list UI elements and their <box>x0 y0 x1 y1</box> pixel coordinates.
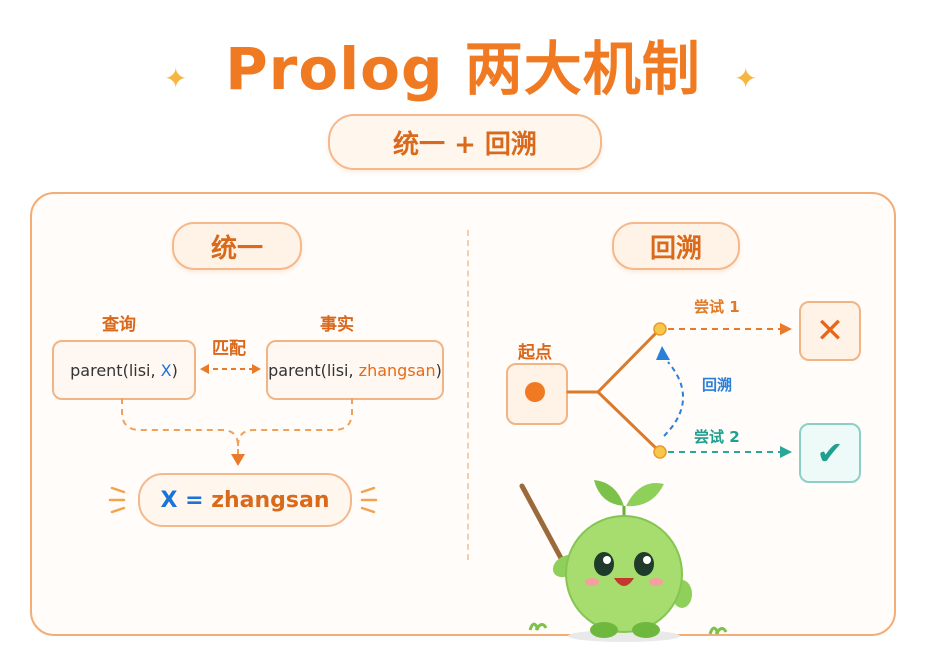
backtrack-label: 回溯 <box>702 376 733 394</box>
success-result: ✔ <box>799 423 861 483</box>
fail-result: ✕ <box>799 301 861 361</box>
query-box: parent(lisi, X) <box>52 340 196 400</box>
fact-prefix: parent(lisi, <box>268 360 359 380</box>
sparkle-icon: ✦ <box>734 62 758 95</box>
mascot-icon <box>519 480 728 642</box>
merge-arrowhead <box>231 454 245 466</box>
match-arrow-left <box>200 364 209 374</box>
main-panel <box>30 192 896 636</box>
page-title: Prolog 两大机制 <box>225 35 701 103</box>
query-variable: X <box>160 360 172 380</box>
try2-arrowhead <box>780 446 792 458</box>
try1-arrowhead <box>780 323 792 335</box>
try1-label: 尝试 1 <box>694 298 740 316</box>
fact-value: zhangsan <box>358 360 436 380</box>
unify-heading: 统一 <box>172 222 302 270</box>
start-label: 起点 <box>518 343 552 363</box>
query-prefix: parent(lisi, <box>70 360 161 380</box>
match-arrow-right <box>252 364 261 374</box>
match-label: 匹配 <box>212 339 246 359</box>
fact-suffix: ) <box>435 360 442 380</box>
result-emphasis <box>108 486 378 514</box>
try2-label: 尝试 2 <box>694 428 740 446</box>
query-label: 查询 <box>102 315 136 335</box>
query-suffix: ) <box>171 360 178 380</box>
node-upper <box>653 322 667 336</box>
cross-icon: ✕ <box>815 311 845 351</box>
backtrack-arrow <box>663 361 684 437</box>
subtitle-badge: 统一 + 回溯 <box>328 114 602 170</box>
start-dot-icon <box>525 382 545 402</box>
branch-upper <box>566 327 662 394</box>
unify-result: X = zhangsan <box>138 473 352 527</box>
node-lower <box>653 445 667 459</box>
section-divider <box>467 230 469 560</box>
result-equals: = <box>177 487 212 513</box>
backtrack-heading: 回溯 <box>612 222 740 270</box>
branch-lower <box>596 390 662 454</box>
fact-label: 事实 <box>320 315 354 335</box>
check-icon: ✔ <box>816 434 844 472</box>
query-merge-path <box>121 398 239 454</box>
result-value: zhangsan <box>211 487 330 513</box>
fact-box: parent(lisi, zhangsan) <box>266 340 444 400</box>
result-variable: X <box>160 487 178 513</box>
backtrack-arrowhead <box>656 346 670 360</box>
sparkle-icon: ✦ <box>164 62 188 95</box>
start-node <box>506 363 568 425</box>
